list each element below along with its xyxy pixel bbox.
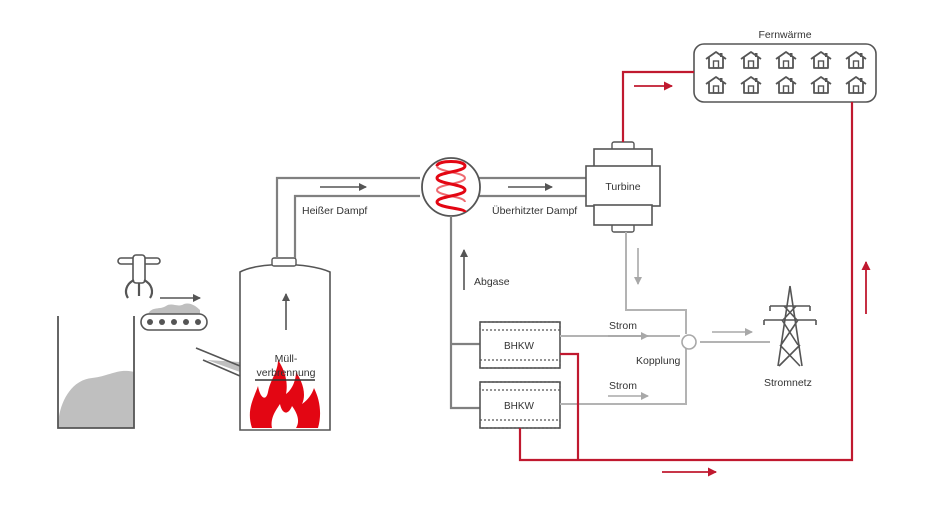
conveyor-belt [140, 303, 208, 331]
hot-steam-label: Heißer Dampf [302, 205, 367, 217]
chp-unit-top: BHKW [479, 321, 561, 369]
turbine: Turbine [585, 141, 661, 233]
heat-return-line [518, 102, 854, 462]
chp-unit-bottom: BHKW [479, 381, 561, 429]
heat-supply-line [621, 70, 694, 142]
coupling-node [681, 334, 697, 350]
district-heating-block [693, 43, 877, 103]
heat-exchanger-coil-icon [421, 157, 481, 217]
kopplung-label: Kopplung [636, 355, 681, 367]
incinerator: Müll- verbrennung [239, 257, 331, 431]
turbine-label: Turbine [605, 181, 640, 193]
superheated-steam-label: Überhitzter Dampf [492, 205, 577, 217]
power-pylon-icon [763, 285, 817, 367]
exhaust-pipe [449, 216, 482, 410]
flame-icon [249, 360, 321, 428]
incinerator-label-line1: Müll- [275, 353, 298, 365]
strom-bottom-label: Strom [609, 380, 637, 392]
chp-unit-top-label: BHKW [504, 341, 535, 352]
exhaust-label: Abgase [474, 276, 510, 288]
turbine-power-line [625, 232, 687, 334]
hot-steam-pipe [275, 176, 420, 258]
stromnetz-label: Stromnetz [764, 377, 812, 389]
strom-top-label: Strom [609, 320, 637, 332]
crane-grab-icon [117, 254, 161, 299]
superheated-steam-pipe [478, 176, 592, 198]
fernwaerme-label: Fernwärme [758, 29, 811, 41]
chp-unit-bottom-label: BHKW [504, 401, 535, 412]
chp-power-lines [560, 335, 770, 405]
feed-chute [195, 347, 241, 377]
waste-bunker [57, 316, 135, 429]
incinerator-label-line2: verbrennung [257, 367, 316, 379]
